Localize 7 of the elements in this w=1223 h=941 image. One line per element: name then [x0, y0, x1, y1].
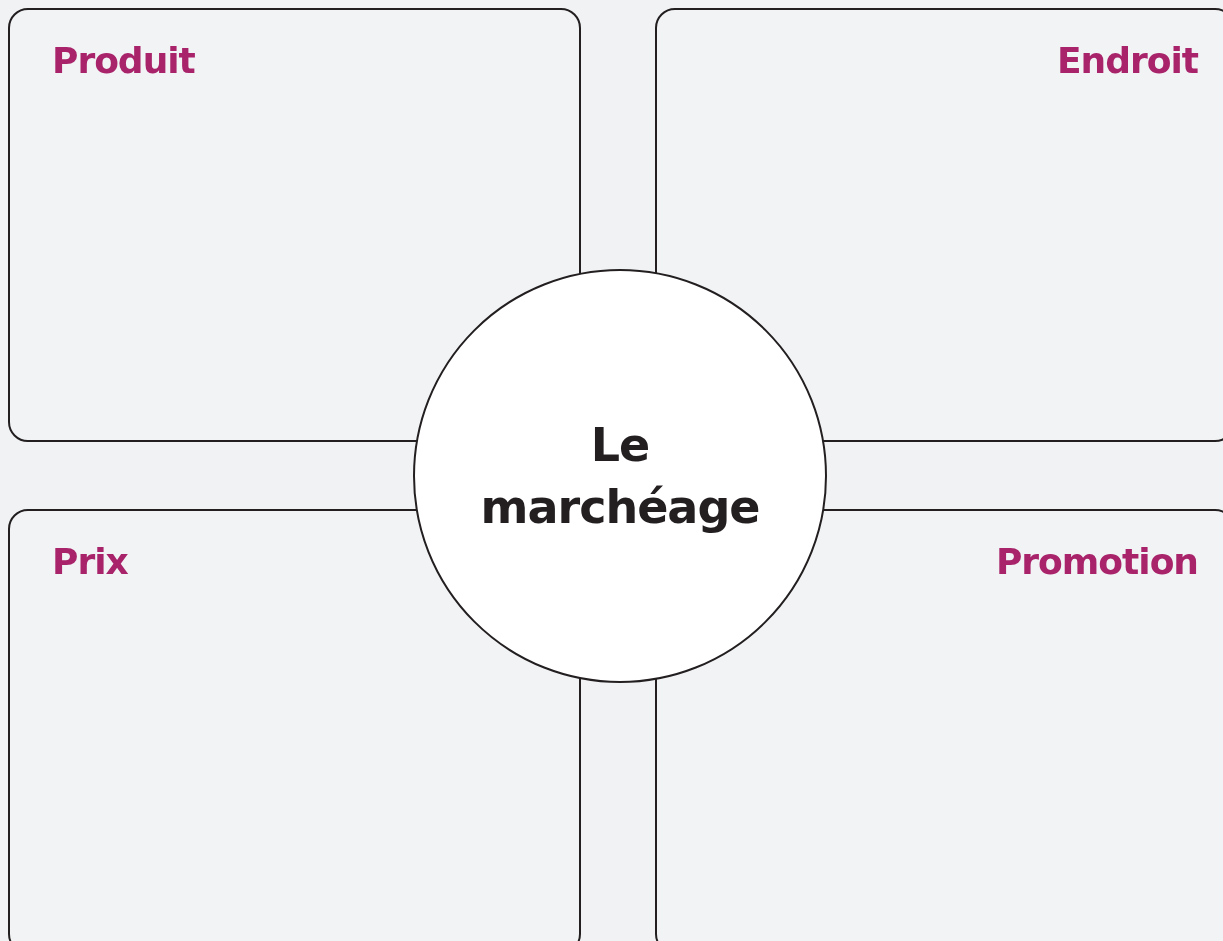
quadrant-heading: Endroit: [1056, 40, 1198, 81]
quadrant-panel: [8, 8, 581, 442]
quadrant-panel: [655, 8, 1223, 442]
quadrant-heading: Produit: [52, 40, 195, 81]
quadrant-heading: Prix: [52, 541, 128, 582]
quadrant-heading: Promotion: [995, 541, 1198, 582]
center-title: Le marchéage: [479, 417, 761, 536]
